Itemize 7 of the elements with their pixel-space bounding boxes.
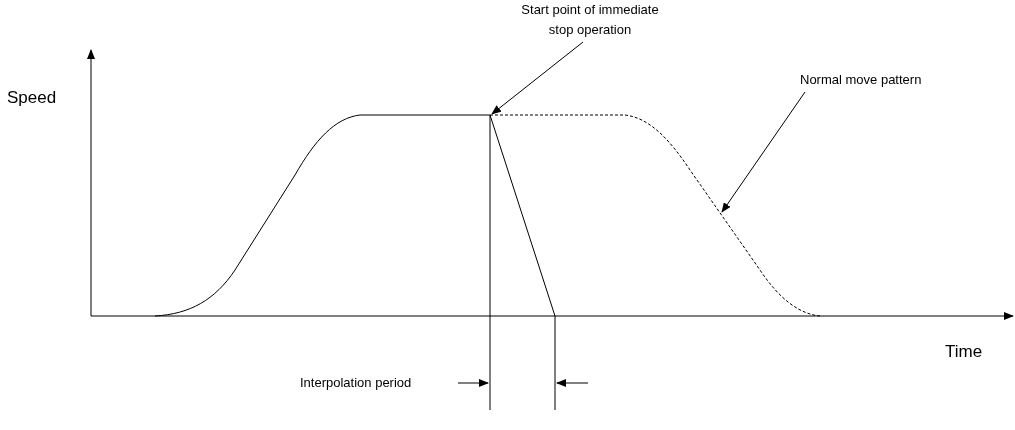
callout-text: Normal move pattern (800, 70, 940, 90)
axis-label: Time (945, 342, 983, 362)
dimension-label: Interpolation period (300, 374, 412, 392)
axis-label: Speed (7, 88, 57, 108)
callout-text: Start point of immediate stop operation (520, 0, 660, 40)
leader-line (491, 41, 584, 115)
leader-line (721, 91, 806, 213)
